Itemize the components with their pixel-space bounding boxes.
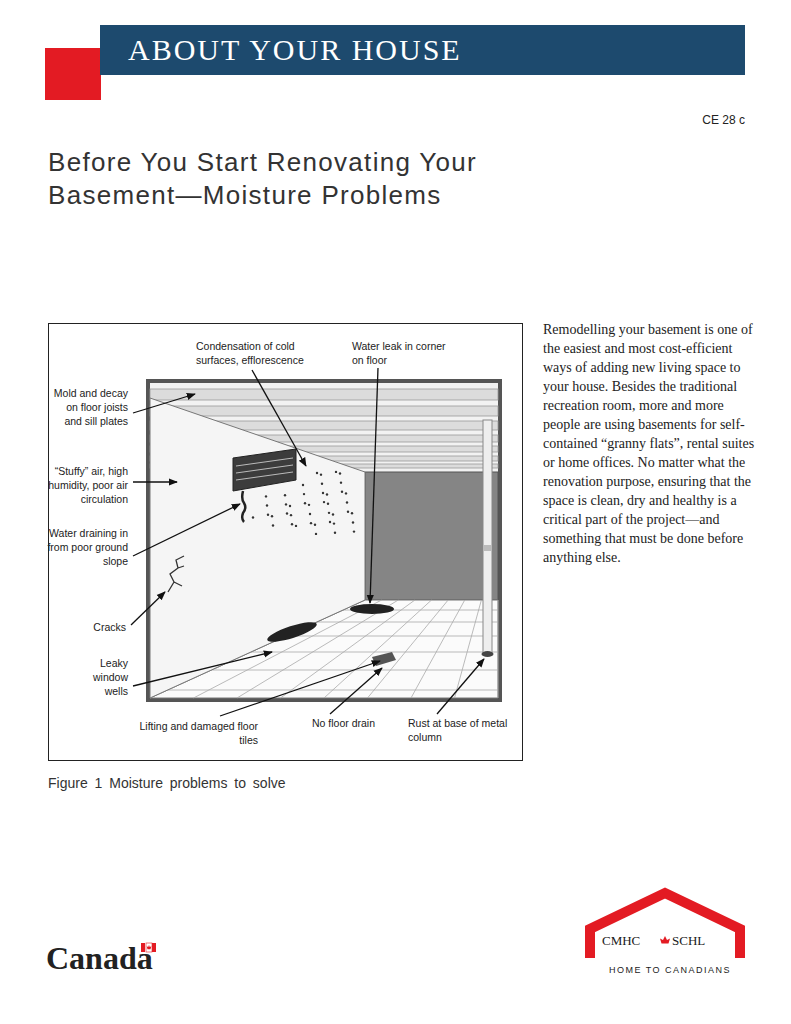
body-paragraph: Remodelling your basement is one of the …	[543, 320, 755, 567]
figure-caption: Figure 1 Moisture problems to solve	[48, 775, 448, 791]
leader-lines	[131, 368, 484, 716]
callout-label: Cracks	[66, 620, 126, 634]
page-title: Before You Start Renovating Your Basemen…	[48, 146, 608, 212]
cmhc-logo	[590, 893, 740, 958]
callout-label: Water draining in from poor ground slope	[46, 526, 128, 568]
callout-label: Rust at base of metal column	[408, 716, 508, 744]
doc-code: CE 28 c	[645, 112, 745, 128]
callout-label: Condensation of cold surfaces, effloresc…	[196, 339, 326, 367]
callout-label: “Stuffy” air, high humidity, poor air ci…	[40, 464, 128, 506]
basement-picture	[148, 381, 500, 700]
callout-label: No floor drain	[312, 716, 378, 730]
callout-label: Mold and decay on floor joists and sill …	[46, 386, 128, 428]
red-square	[45, 48, 101, 100]
callout-label: Water leak in corner on floor	[352, 339, 447, 367]
callout-label: Lifting and damaged floor tiles	[126, 719, 258, 747]
header-text: ABOUT YOUR HOUSE	[128, 32, 745, 68]
logo-text: CMHC	[602, 932, 660, 949]
logo-tagline: HOME TO CANADIANS	[590, 964, 750, 976]
canada-wordmark: Canada	[46, 939, 186, 977]
logo-text: SCHL	[672, 932, 732, 949]
callout-label: Leaky window wells	[70, 656, 128, 698]
header-band: ABOUT YOUR HOUSE	[100, 25, 745, 75]
